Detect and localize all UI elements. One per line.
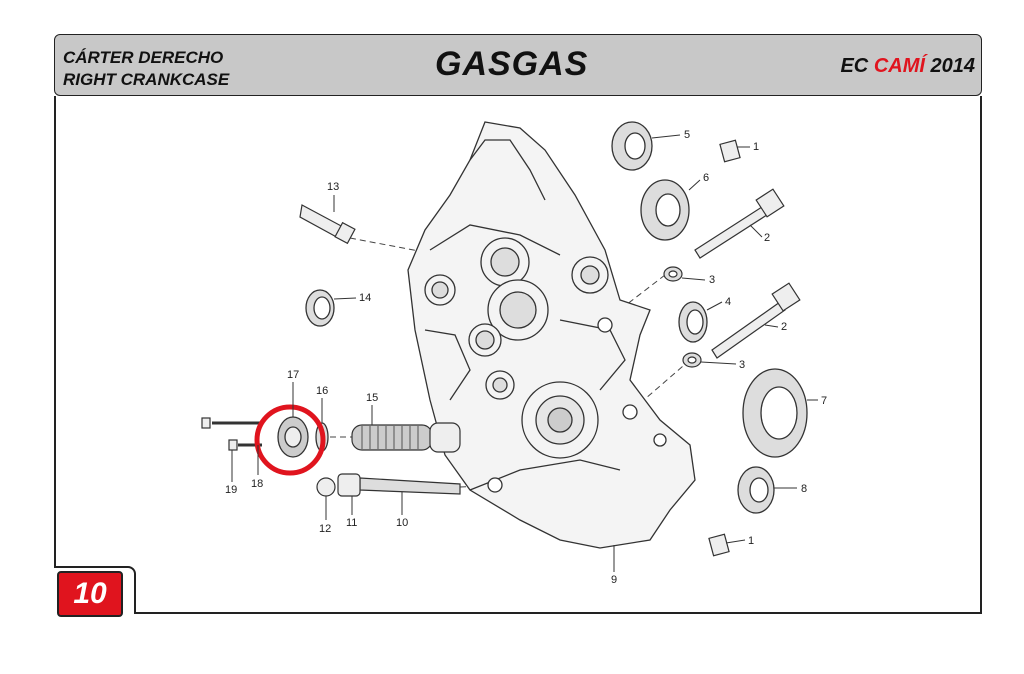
callout-label-18: 18	[251, 478, 263, 490]
leader-lines	[231, 134, 818, 572]
part-8-bearing	[737, 466, 775, 514]
part-6-bearing	[640, 179, 690, 241]
part-3-washer-top	[663, 266, 683, 282]
part-18-19-screws	[201, 417, 262, 451]
header-bar: CÁRTER DERECHO RIGHT CRANKCASE GASGAS EC…	[54, 34, 982, 96]
brand-logo: GASGAS	[435, 45, 589, 83]
part-3-washer-bottom	[682, 352, 702, 368]
crankcase-body	[407, 121, 696, 549]
part-7-bearing	[742, 368, 808, 458]
callout-label-5: 5	[684, 129, 690, 141]
frame-right-border	[980, 96, 982, 614]
model-year: 2014	[930, 55, 976, 77]
part-17-cover	[277, 416, 309, 458]
part-15-filter	[351, 422, 461, 453]
callout-label-3-bottom: 3	[739, 359, 745, 371]
part-10-11-12-shaft	[316, 473, 461, 497]
part-2-bolt-top	[694, 188, 785, 259]
callout-label-19: 19	[225, 484, 237, 496]
callout-label-10: 10	[396, 517, 408, 529]
callout-label-14: 14	[359, 292, 371, 304]
part-1-dowel-bottom	[708, 533, 730, 557]
model-name: CAMÍ	[873, 55, 925, 77]
callout-label-6: 6	[703, 172, 709, 184]
callout-label-11: 11	[346, 517, 357, 529]
callout-label-16: 16	[316, 385, 328, 397]
part-14-seal	[305, 289, 335, 327]
callout-label-2-top: 2	[764, 232, 770, 244]
part-4-seal	[678, 301, 708, 343]
callout-label-1-bottom: 1	[748, 535, 754, 547]
model-prefix: EC	[840, 55, 869, 77]
model-label: EC CAMÍ 2014	[840, 55, 975, 78]
callout-label-2-bottom: 2	[781, 321, 787, 333]
callout-label-15: 15	[366, 392, 378, 404]
title-spanish: CÁRTER DERECHO	[63, 48, 224, 67]
callout-label-8: 8	[801, 483, 807, 495]
callout-label-13: 13	[327, 181, 339, 193]
part-5-bearing	[611, 121, 653, 171]
callout-label-17: 17	[287, 369, 299, 381]
page-number-badge: 10	[57, 571, 123, 617]
frame-left-border	[54, 96, 56, 566]
part-2-bolt-bottom	[711, 282, 801, 359]
callout-label-12: 12	[319, 523, 331, 535]
callout-labels: 5 6 1 2 3 4 2 3 7 8 1 9 10 11 12 13 14 1…	[225, 129, 827, 586]
part-13-bolt	[299, 204, 356, 245]
header-titles: CÁRTER DERECHO RIGHT CRANKCASE	[63, 47, 229, 91]
frame-bottom-border	[136, 612, 982, 614]
callout-label-7: 7	[821, 395, 827, 407]
callout-label-3-top: 3	[709, 274, 715, 286]
callout-label-1-top: 1	[753, 141, 759, 153]
highlight-circle	[254, 404, 326, 476]
callout-label-4: 4	[725, 296, 731, 308]
callout-label-9: 9	[611, 574, 617, 586]
part-1-dowel-top	[719, 139, 741, 163]
title-english: RIGHT CRANKCASE	[63, 70, 230, 89]
